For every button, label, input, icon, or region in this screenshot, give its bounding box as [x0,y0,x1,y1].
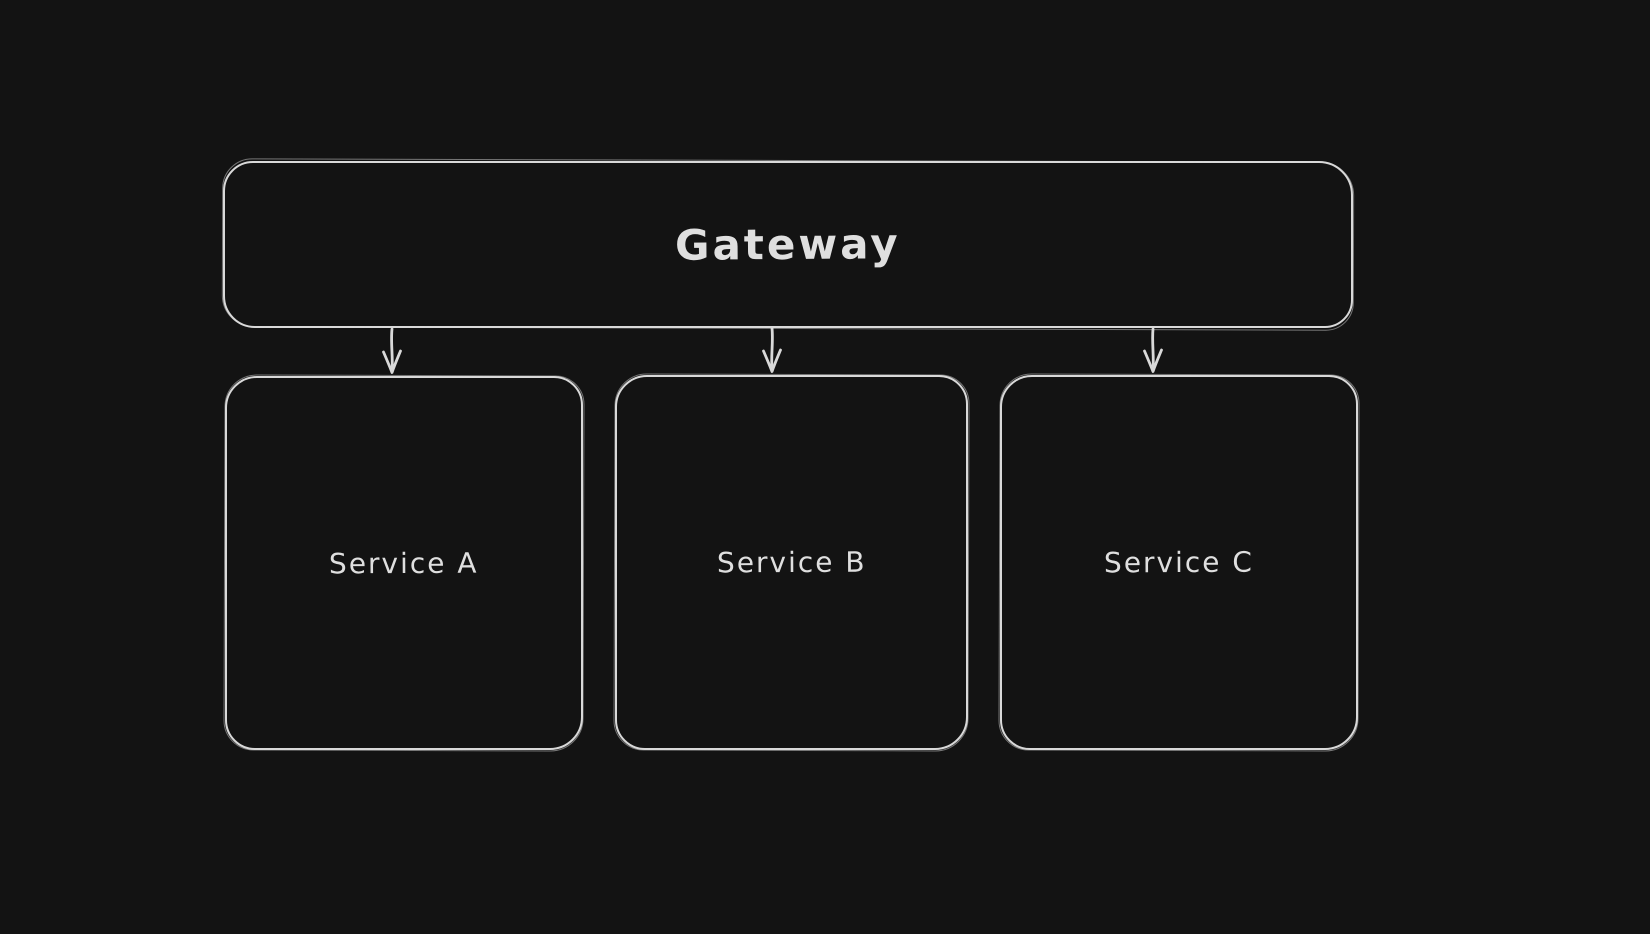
node-gateway: Gateway [223,161,1353,328]
node-service-c-label: Service C [1103,545,1255,580]
node-service-a: Service A [225,376,583,750]
arrow-gateway-to-service-b [762,326,782,373]
node-service-c: Service C [1000,375,1358,750]
node-gateway-label: Gateway [675,219,901,270]
node-service-b-label: Service B [716,545,867,580]
node-service-b: Service B [615,375,968,750]
arrow-gateway-to-service-c [1143,327,1163,373]
arrow-gateway-to-service-a [382,327,402,374]
node-service-a-label: Service A [329,546,479,580]
